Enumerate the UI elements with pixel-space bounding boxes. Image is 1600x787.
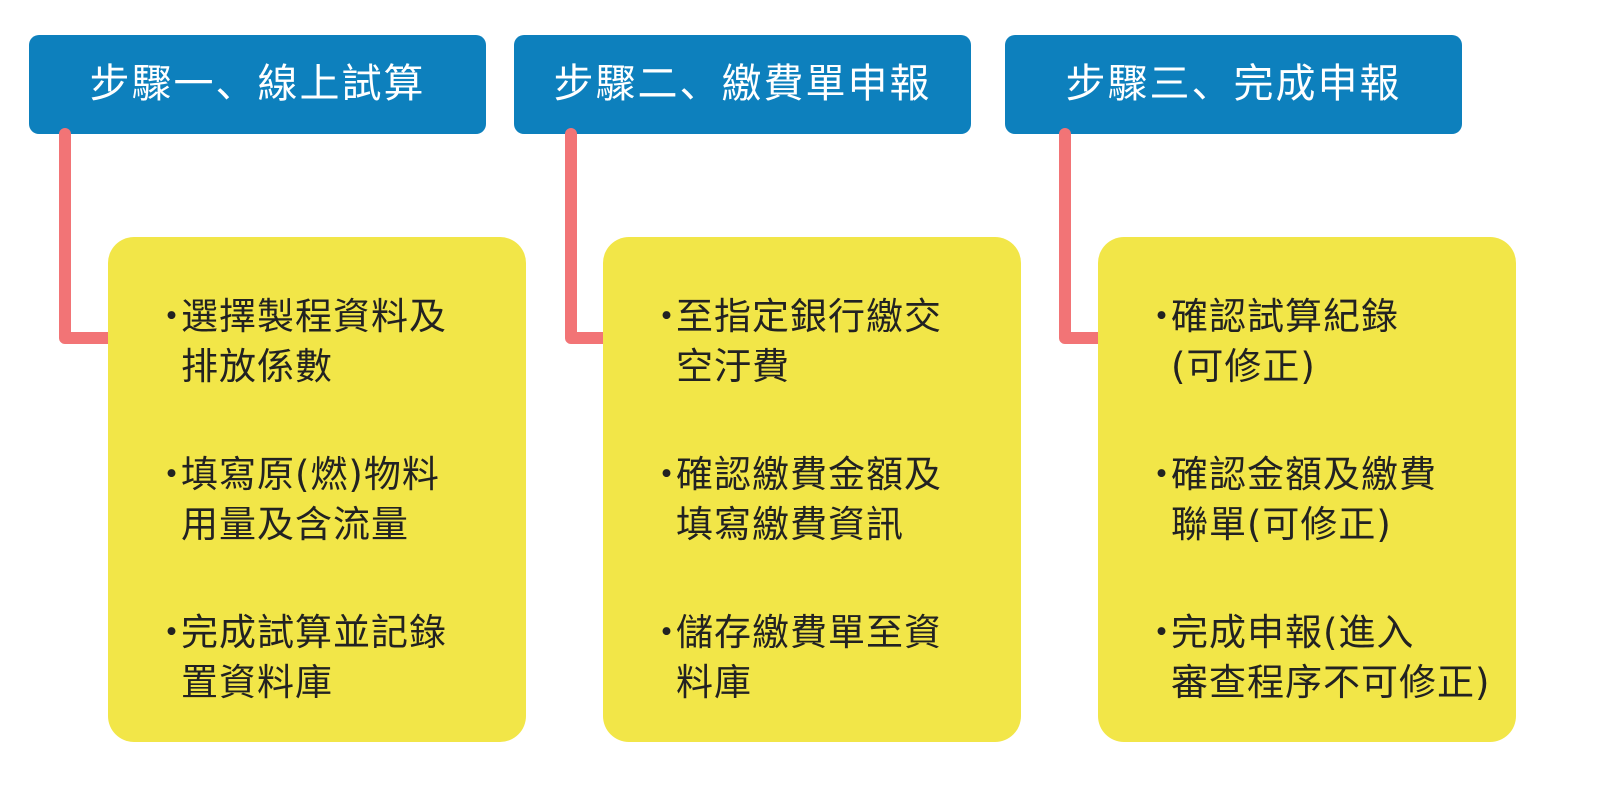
list-item-line: 至指定銀行繳交 — [676, 295, 942, 338]
list-item-line: 料庫 — [676, 661, 752, 704]
bullet-icon: ・ — [1143, 611, 1181, 654]
step-1-title: 步驟一、線上試算 — [89, 61, 426, 107]
step-1-connector-line — [59, 128, 114, 344]
step-2-connector-line — [565, 128, 609, 344]
step-1-list: ・ 選擇製程資料及 排放係數 ・ 填寫原(燃)物料 用量及含流量 ・ 完成試算並… — [153, 292, 506, 708]
step-2-title: 步驟二、繳費單申報 — [553, 61, 932, 107]
step-3-card: ・ 確認試算紀錄 (可修正) ・ 確認金額及繳費 聯單(可修正) ・ 完成申報(… — [1098, 237, 1516, 742]
list-item-line: 確認試算紀錄 — [1171, 295, 1399, 338]
list-item-line: 選擇製程資料及 — [181, 295, 447, 338]
list-item-line: 儲存繳費單至資 — [676, 611, 942, 654]
bullet-icon: ・ — [1143, 453, 1181, 496]
list-item: ・ 填寫原(燃)物料 用量及含流量 — [153, 450, 506, 550]
bullet-icon: ・ — [153, 611, 191, 654]
list-item-line: 審查程序不可修正) — [1171, 661, 1491, 704]
list-item: ・ 確認繳費金額及 填寫繳費資訊 — [648, 450, 1001, 550]
bullet-icon: ・ — [1143, 295, 1181, 338]
list-item-line: 確認金額及繳費 — [1171, 453, 1437, 496]
list-item-line: 空汙費 — [676, 345, 790, 388]
step-1-header: 步驟一、線上試算 — [29, 35, 486, 134]
step-3-title: 步驟三、完成申報 — [1065, 61, 1402, 107]
step-2-header: 步驟二、繳費單申報 — [514, 35, 971, 134]
bullet-icon: ・ — [153, 453, 191, 496]
list-item-line: 完成試算並記錄 — [181, 611, 447, 654]
list-item: ・ 選擇製程資料及 排放係數 — [153, 292, 506, 392]
list-item: ・ 確認試算紀錄 (可修正) — [1143, 292, 1496, 392]
list-item: ・ 確認金額及繳費 聯單(可修正) — [1143, 450, 1496, 550]
step-1-card: ・ 選擇製程資料及 排放係數 ・ 填寫原(燃)物料 用量及含流量 ・ 完成試算並… — [108, 237, 526, 742]
step-3-connector-line — [1059, 128, 1104, 344]
step-3-list: ・ 確認試算紀錄 (可修正) ・ 確認金額及繳費 聯單(可修正) ・ 完成申報(… — [1143, 292, 1496, 708]
list-item-line: 聯單(可修正) — [1171, 503, 1392, 546]
list-item: ・ 至指定銀行繳交 空汙費 — [648, 292, 1001, 392]
list-item-line: 置資料庫 — [181, 661, 333, 704]
list-item: ・ 完成申報(進入 審查程序不可修正) — [1143, 608, 1496, 708]
bullet-icon: ・ — [153, 295, 191, 338]
list-item-line: 完成申報(進入 — [1171, 611, 1415, 654]
list-item-line: 確認繳費金額及 — [676, 453, 942, 496]
list-item-line: 排放係數 — [181, 345, 333, 388]
list-item: ・ 儲存繳費單至資 料庫 — [648, 608, 1001, 708]
step-2-card: ・ 至指定銀行繳交 空汙費 ・ 確認繳費金額及 填寫繳費資訊 ・ 儲存繳費單至資… — [603, 237, 1021, 742]
list-item-line: 填寫繳費資訊 — [676, 503, 904, 546]
step-2-list: ・ 至指定銀行繳交 空汙費 ・ 確認繳費金額及 填寫繳費資訊 ・ 儲存繳費單至資… — [648, 292, 1001, 708]
bullet-icon: ・ — [648, 295, 686, 338]
bullet-icon: ・ — [648, 453, 686, 496]
list-item: ・ 完成試算並記錄 置資料庫 — [153, 608, 506, 708]
list-item-line: (可修正) — [1171, 345, 1316, 388]
list-item-line: 填寫原(燃)物料 — [181, 453, 440, 496]
list-item-line: 用量及含流量 — [181, 503, 409, 546]
step-3-header: 步驟三、完成申報 — [1005, 35, 1462, 134]
bullet-icon: ・ — [648, 611, 686, 654]
